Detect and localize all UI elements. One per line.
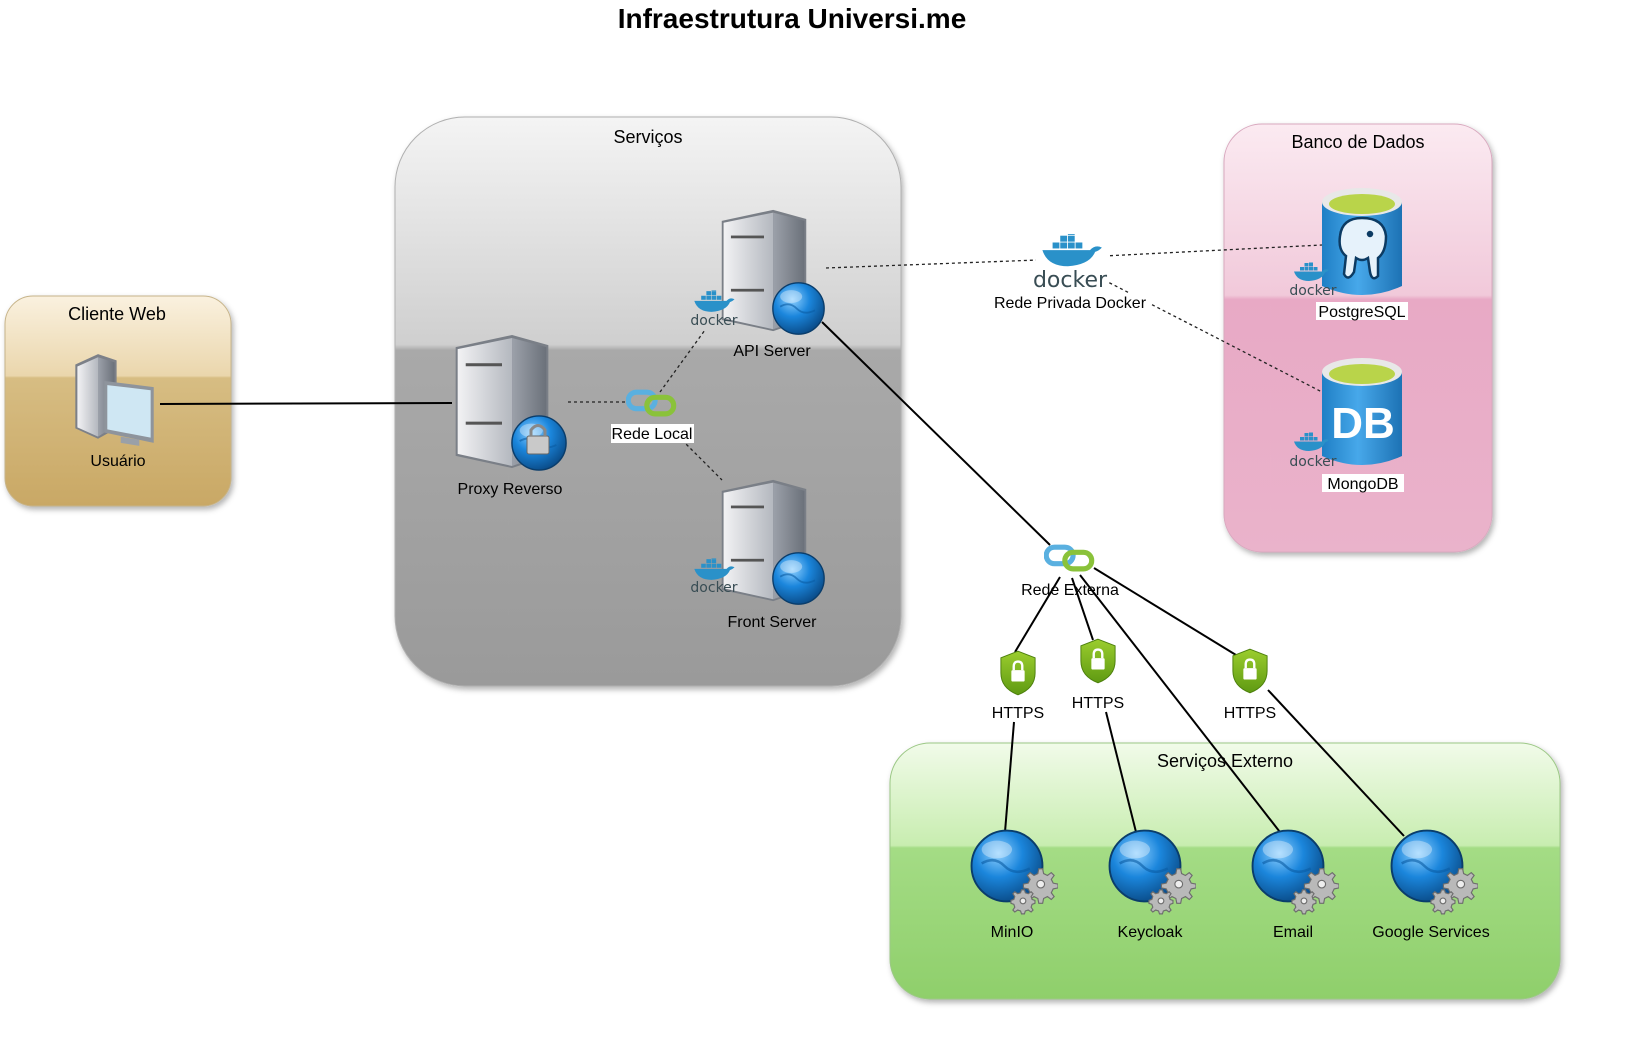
- edge-https3-google: [1267, 689, 1405, 837]
- shield-lock-icon: [1079, 638, 1117, 684]
- node-rede-local-label: Rede Local: [612, 426, 693, 443]
- https-shield-3[interactable]: HTTPS: [1224, 648, 1276, 722]
- postgresql-elephant-icon: [1338, 216, 1388, 280]
- node-mongodb-label: MongoDB: [1327, 476, 1398, 493]
- node-keycloak[interactable]: Keycloak: [1108, 829, 1196, 941]
- node-usuario[interactable]: Usuário: [75, 354, 154, 470]
- docker-icon: docker: [1289, 262, 1337, 299]
- edge-redelocal-api: [659, 329, 706, 393]
- svg-text:docker: docker: [690, 313, 737, 329]
- node-proxy-label: Proxy Reverso: [458, 481, 563, 498]
- node-rede-privada-label: Rede Privada Docker: [994, 295, 1147, 312]
- node-rede-externa[interactable]: Rede Externa: [1021, 547, 1119, 599]
- edge-docker-mongo: [1103, 279, 1323, 393]
- node-front-label: Front Server: [728, 614, 818, 631]
- svg-text:docker: docker: [1289, 454, 1336, 470]
- https-label: HTTPS: [1072, 695, 1124, 712]
- docker-icon: docker: [690, 558, 738, 596]
- connectors: [159, 244, 1405, 837]
- docker-icon: docker: [1289, 432, 1337, 470]
- database-cylinder-icon: DB: [1322, 358, 1402, 465]
- group-servicos-label: Serviços: [613, 127, 682, 147]
- node-postgresql-label: PostgreSQL: [1318, 304, 1405, 321]
- node-google-services[interactable]: Google Services: [1372, 829, 1490, 941]
- chain-link-icon: [1046, 547, 1091, 569]
- shield-lock-icon: [1231, 648, 1269, 694]
- group-banco-de-dados: Banco de Dados: [1223, 123, 1493, 553]
- node-api-server[interactable]: docker API Server: [690, 209, 826, 360]
- node-postgresql[interactable]: docker PostgreSQL: [1289, 188, 1408, 321]
- node-keycloak-label: Keycloak: [1118, 924, 1184, 941]
- group-banco-label: Banco de Dados: [1291, 132, 1424, 152]
- group-servicos-externo: Serviços Externo: [889, 742, 1561, 1000]
- node-rede-privada-docker[interactable]: docker Rede Privada Docker: [990, 225, 1150, 313]
- edge-usuario-proxy: [159, 402, 453, 405]
- node-email[interactable]: Email: [1251, 829, 1339, 941]
- svg-text:docker: docker: [1289, 283, 1336, 299]
- node-minio[interactable]: MinIO: [970, 829, 1058, 941]
- edge-redeexterna-https3: [1093, 567, 1237, 656]
- node-usuario-label: Usuário: [90, 453, 145, 470]
- https-shield-1[interactable]: HTTPS: [992, 650, 1044, 722]
- edge-https2-keycloak: [1105, 711, 1137, 833]
- node-google-label: Google Services: [1372, 924, 1489, 941]
- https-shield-2[interactable]: HTTPS: [1072, 638, 1124, 712]
- docker-icon: docker: [690, 290, 738, 329]
- edge-docker-postgres: [1103, 244, 1323, 257]
- edge-api-redeexterna: [821, 321, 1051, 546]
- lock-globe-icon: [510, 414, 568, 472]
- node-email-label: Email: [1273, 924, 1313, 941]
- globe-icon: [771, 281, 826, 336]
- edge-redeexterna-https2: [1071, 577, 1094, 641]
- https-label: HTTPS: [1224, 705, 1276, 722]
- shield-lock-icon: [999, 650, 1037, 696]
- https-label: HTTPS: [992, 705, 1044, 722]
- node-api-label: API Server: [733, 343, 811, 360]
- node-proxy-reverso[interactable]: Proxy Reverso: [455, 335, 568, 498]
- edge-api-docker: [825, 259, 1039, 269]
- globe-icon: [771, 551, 826, 606]
- db-logo-text: DB: [1331, 399, 1395, 448]
- diagram-title: Infraestrutura Universi.me: [618, 3, 967, 34]
- node-front-server[interactable]: docker Front Server: [690, 479, 826, 631]
- node-rede-local[interactable]: Rede Local: [611, 392, 694, 443]
- node-rede-externa-label: Rede Externa: [1021, 582, 1119, 599]
- node-minio-label: MinIO: [991, 924, 1034, 941]
- group-cliente-web-label: Cliente Web: [68, 304, 166, 324]
- edge-https1-minio: [1004, 721, 1015, 833]
- svg-text:docker: docker: [690, 580, 737, 596]
- node-mongodb[interactable]: DB docker MongoDB: [1289, 358, 1404, 493]
- docker-logo-text: docker: [1033, 268, 1108, 293]
- edge-redeexterna-email: [1079, 574, 1284, 837]
- edge-redeexterna-https1: [1014, 576, 1061, 653]
